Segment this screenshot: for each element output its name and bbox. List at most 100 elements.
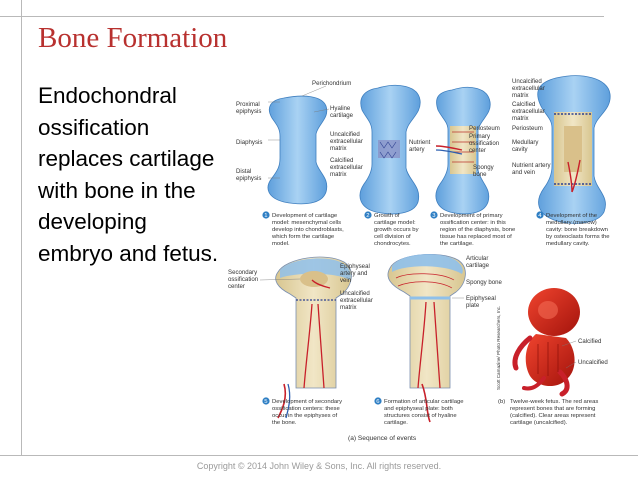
step-2-line-2: cartilage model: bbox=[374, 220, 416, 226]
fetus-photo: Calcified Uncalcified Scott Camazine/ Ph… bbox=[496, 286, 630, 397]
stage-1-cartilage-model bbox=[267, 95, 328, 205]
step-3-number: 3 bbox=[432, 213, 436, 219]
label-vein: vein bbox=[340, 277, 351, 284]
bottom-rule bbox=[0, 455, 638, 456]
label-diaphysis: Diaphysis bbox=[236, 139, 262, 146]
fetus-caption-line-2: represent bones that are forming bbox=[510, 406, 595, 412]
step-6-line-2: and epiphyseal plate: both bbox=[384, 406, 453, 412]
step-5-line-4: the bone. bbox=[272, 420, 297, 426]
label-uncalcified-matrix: matrix bbox=[330, 145, 347, 152]
sequence-caption: (a) Sequence of events bbox=[348, 435, 417, 442]
label-uncalcified-fetus: Uncalcified bbox=[578, 359, 608, 366]
fetus-caption-line-4: cartilage (uncalcified). bbox=[510, 420, 568, 426]
label-primary-ossification: ossification bbox=[469, 140, 499, 147]
label-nutrient-artery-vein: Nutrient artery bbox=[512, 162, 552, 169]
step-6-line-4: cartilage. bbox=[384, 420, 408, 426]
step-4-line-1: Development of the bbox=[546, 213, 598, 219]
stage-2-growth: Uncalcified extracellular matrix Calcifi… bbox=[330, 84, 421, 215]
step-4-number: 4 bbox=[538, 213, 542, 219]
label-epiphyseal-artery: Epiphyseal bbox=[340, 263, 370, 270]
label-spongy-bone: bone bbox=[473, 171, 487, 178]
stage-1-labels: Proximal epiphysis Diaphysis Distal epip… bbox=[236, 80, 354, 182]
step-3-line-1: Development of primary bbox=[440, 213, 503, 219]
step-1-line-4: which form the cartilage bbox=[271, 234, 335, 240]
left-rule bbox=[21, 0, 22, 456]
step-3-circle bbox=[430, 211, 438, 219]
label-r-calcified: Calcified bbox=[512, 101, 535, 108]
stage-4-medullary-cavity: Uncalcified extracellular matrix Calcifi… bbox=[512, 75, 611, 224]
step-4-line-2: medullary (marrow) bbox=[546, 220, 597, 226]
label-medullary: Medullary bbox=[512, 139, 539, 146]
label-uncalcified: Uncalcified bbox=[330, 131, 360, 138]
photo-credit: Scott Camazine/ Photo Researchers, Inc. bbox=[496, 306, 501, 390]
label-and-vein: and vein bbox=[512, 169, 535, 176]
step-2-line-1: Growth of bbox=[374, 213, 400, 219]
label-primary: Primary bbox=[469, 133, 491, 140]
label-calcified: Calcified bbox=[330, 157, 353, 164]
step-2-line-3: growth occurs by bbox=[374, 227, 419, 233]
label-medullary-cavity: cavity bbox=[512, 146, 529, 153]
label-b-uncalcified: Uncalcified bbox=[340, 290, 370, 297]
label-calcified-fetus: Calcified bbox=[578, 338, 601, 345]
label-r-uncalcified-extracellular: extracellular bbox=[512, 85, 545, 92]
slide-title: Bone Formation bbox=[38, 22, 228, 54]
stage-3-primary-ossification: Nutrient artery Periosteum Primary ossif… bbox=[409, 86, 500, 215]
step-6-circle bbox=[374, 397, 382, 405]
step-5-number: 5 bbox=[264, 399, 268, 405]
label-r-periosteum: Periosteum bbox=[512, 125, 543, 132]
label-epiphyseal-plate: plate bbox=[466, 302, 480, 309]
step-6-line-1: Formation of articular cartilage bbox=[384, 399, 464, 405]
step-2-number: 2 bbox=[366, 213, 369, 219]
label-spongy: Spongy bbox=[473, 164, 495, 171]
label-articular: Articular bbox=[466, 255, 488, 262]
label-secondary-center: center bbox=[228, 283, 245, 290]
step-2-line-5: chondrocytes. bbox=[374, 241, 411, 247]
step-1-line-3: develop into chondroblasts, bbox=[272, 227, 344, 233]
label-distal-epiphysis: epiphysis bbox=[236, 175, 261, 182]
label-articular-cartilage: cartilage bbox=[466, 262, 490, 269]
label-nutrient: Nutrient bbox=[409, 139, 431, 146]
label-distal: Distal bbox=[236, 168, 251, 175]
slide-bullet-text: Endochondral ossification replaces carti… bbox=[38, 83, 219, 266]
label-epiphyseal: Epiphyseal bbox=[466, 295, 496, 302]
label-proximal: Proximal bbox=[236, 101, 260, 108]
step-1-line-5: model. bbox=[272, 241, 290, 247]
label-nutrient-artery: artery bbox=[409, 146, 426, 153]
step-5-line-2: ossification centers: these bbox=[272, 406, 341, 412]
top-rule bbox=[0, 16, 604, 17]
step-6-line-3: structures consist of hyaline bbox=[384, 413, 457, 419]
steps-row-2: 5 Development of secondary ossification … bbox=[262, 397, 598, 442]
step-5-line-1: Development of secondary bbox=[272, 399, 342, 405]
fetus-caption-line-1: Twelve-week fetus. The red areas bbox=[510, 399, 598, 405]
copyright-footer: Copyright © 2014 John Wiley & Sons, Inc.… bbox=[196, 461, 442, 471]
step-1-number: 1 bbox=[264, 213, 267, 219]
step-5-circle bbox=[262, 397, 270, 405]
label-secondary-ossification: ossification bbox=[228, 276, 258, 283]
fetus-caption-prefix: (b) bbox=[498, 399, 505, 405]
label-r-uncalcified-matrix: matrix bbox=[512, 92, 529, 99]
step-1-circle bbox=[262, 211, 270, 219]
fetus-caption-line-3: (calcified). Clear areas represent bbox=[510, 413, 596, 419]
step-5-line-3: occur in the epiphyses of bbox=[272, 413, 338, 419]
label-b-uncalcified-matrix: matrix bbox=[340, 304, 357, 311]
label-spongy-bone-6: Spongy bone bbox=[466, 279, 503, 286]
label-hyaline: Hyaline bbox=[330, 105, 351, 112]
step-4-circle bbox=[536, 211, 544, 219]
step-3-line-5: the cartilage. bbox=[440, 241, 474, 247]
label-perichondrium: Perichondrium bbox=[312, 80, 351, 87]
label-primary-center: center bbox=[469, 147, 486, 154]
step-1-line-2: model: mesenchymal cells bbox=[272, 220, 341, 226]
step-1-line-1: Development of cartilage bbox=[272, 213, 338, 219]
stage-6-articular-cartilage: Articular cartilage Spongy bone Epiphyse… bbox=[387, 254, 503, 423]
step-4-line-4: by osteoclasts forms the bbox=[546, 234, 610, 240]
bone-formation-figure: Proximal epiphysis Diaphysis Distal epip… bbox=[228, 75, 630, 442]
label-r-calcified-extracellular: extracellular bbox=[512, 108, 545, 115]
step-2-circle bbox=[364, 211, 372, 219]
label-hyaline-cartilage: cartilage bbox=[330, 112, 354, 119]
label-b-uncalcified-extracellular: extracellular bbox=[340, 297, 373, 304]
label-proximal-epiphysis: epiphysis bbox=[236, 108, 261, 115]
label-uncalcified-extracellular: extracellular bbox=[330, 138, 363, 145]
step-3-line-3: region of the diaphysis, bone bbox=[440, 227, 516, 233]
step-4-line-5: medullary cavity. bbox=[546, 241, 590, 247]
step-3-line-4: tissue has replaced most of bbox=[440, 234, 512, 240]
